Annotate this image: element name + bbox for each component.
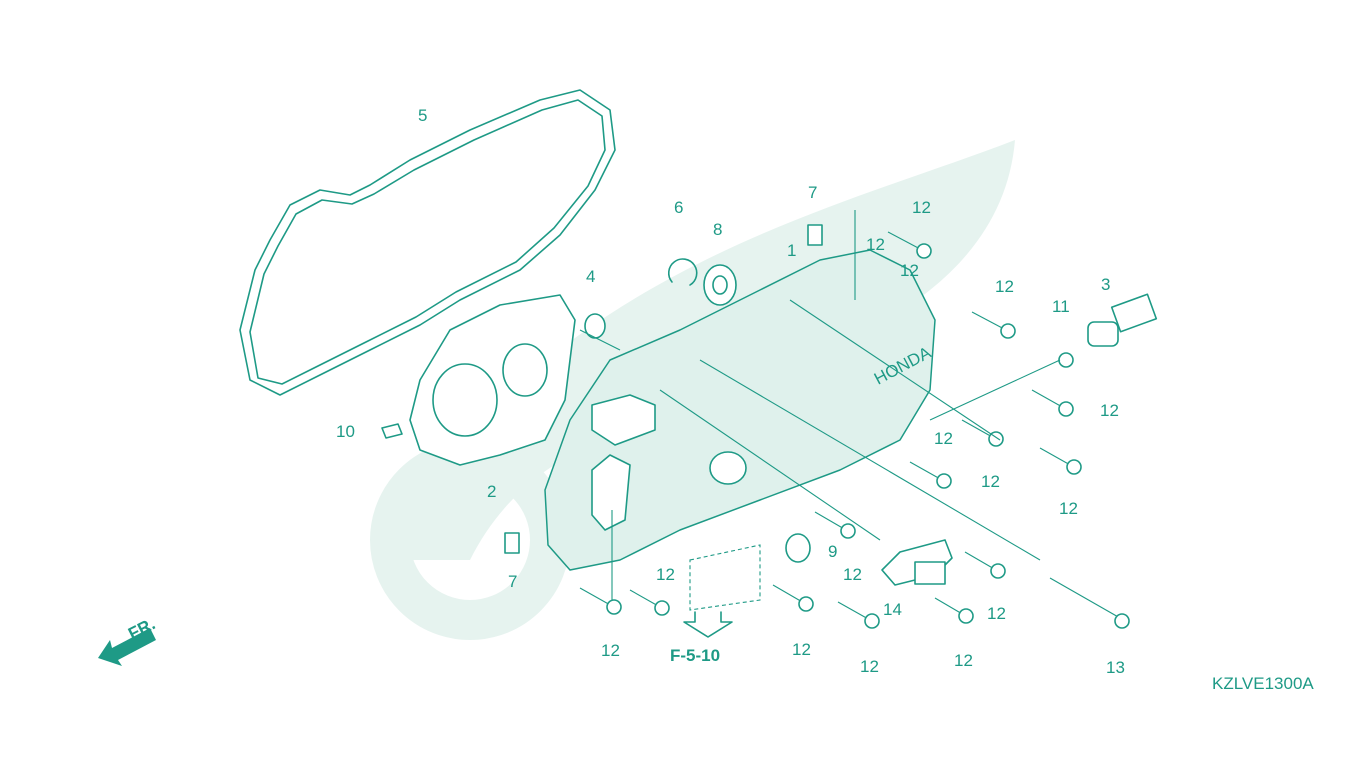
- callout-6: 6: [674, 198, 683, 217]
- callout-12-j: 12: [860, 657, 879, 676]
- callout-12-g: 12: [843, 565, 862, 584]
- gasket-part-5: [239, 89, 616, 396]
- callout-12-a: 12: [912, 198, 931, 217]
- callout-8: 8: [713, 220, 722, 239]
- reference-arrow: [683, 611, 733, 638]
- small-parts: [381, 224, 1158, 563]
- callout-12-o: 12: [900, 261, 919, 280]
- diagram-code: KZLVE1300A: [1212, 674, 1314, 693]
- callout-14: 14: [883, 600, 902, 619]
- callout-12-l: 12: [656, 565, 675, 584]
- callout-12-e: 12: [981, 472, 1000, 491]
- callout-13: 13: [1106, 658, 1125, 677]
- bolts: [579, 231, 1130, 629]
- callout-12-c: 12: [1100, 401, 1119, 420]
- callout-4: 4: [586, 267, 595, 286]
- callout-3: 3: [1101, 275, 1110, 294]
- callout-12-b: 12: [995, 277, 1014, 296]
- callout-labels: 1 2 3 4 5 6 7 7 8 9 10 11 12 12 12 12 12…: [336, 106, 1125, 677]
- front-direction-arrow: [98, 628, 156, 666]
- callout-7-top: 7: [808, 183, 817, 202]
- guide-lines: [579, 210, 1061, 611]
- callout-12-n: 12: [866, 235, 885, 254]
- callout-10: 10: [336, 422, 355, 441]
- reference-label: F-5-10: [670, 646, 720, 665]
- plate-part-2: [409, 294, 576, 466]
- left-crankcase-cover-part-1: HONDA: [544, 249, 936, 571]
- callout-1: 1: [787, 241, 796, 260]
- callout-5: 5: [418, 106, 427, 125]
- callout-9: 9: [828, 542, 837, 561]
- callout-2: 2: [487, 482, 496, 501]
- callout-12-m: 12: [601, 641, 620, 660]
- callout-7-bottom: 7: [508, 572, 517, 591]
- callout-12-h: 12: [987, 604, 1006, 623]
- callout-12-f: 12: [1059, 499, 1078, 518]
- bracket-part-14: [881, 539, 953, 586]
- callout-11: 11: [1052, 297, 1070, 316]
- callout-12-d: 12: [934, 429, 953, 448]
- callout-12-i: 12: [954, 651, 973, 670]
- callout-12-k: 12: [792, 640, 811, 659]
